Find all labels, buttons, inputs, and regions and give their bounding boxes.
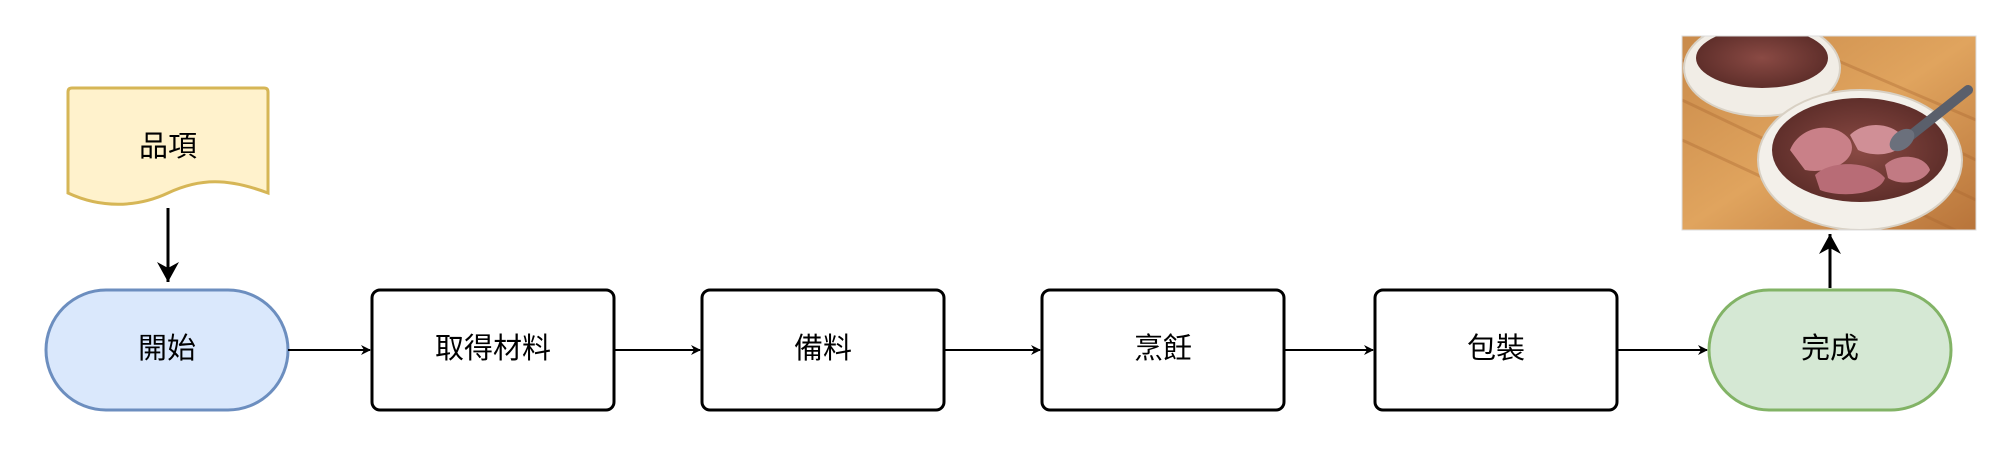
beef-soup-photo — [1681, 35, 1977, 231]
process-label: 取得材料 — [435, 331, 551, 365]
document-node-items[interactable]: 品項 — [66, 86, 270, 206]
end-label: 完成 — [1801, 331, 1859, 365]
document-shape — [66, 86, 270, 206]
process-node-prep[interactable]: 備料 — [700, 288, 946, 412]
start-node[interactable]: 開始 — [44, 288, 290, 412]
process-label: 包裝 — [1467, 331, 1525, 365]
end-node[interactable]: 完成 — [1707, 288, 1953, 412]
process-node-package[interactable]: 包裝 — [1373, 288, 1619, 412]
end-shape — [1707, 288, 1953, 412]
process-label: 備料 — [794, 331, 852, 365]
start-label: 開始 — [138, 331, 196, 365]
process-label: 烹飪 — [1134, 331, 1192, 365]
process-node-get-materials[interactable]: 取得材料 — [370, 288, 616, 412]
process-node-cook[interactable]: 烹飪 — [1040, 288, 1286, 412]
document-label: 品項 — [139, 129, 197, 163]
